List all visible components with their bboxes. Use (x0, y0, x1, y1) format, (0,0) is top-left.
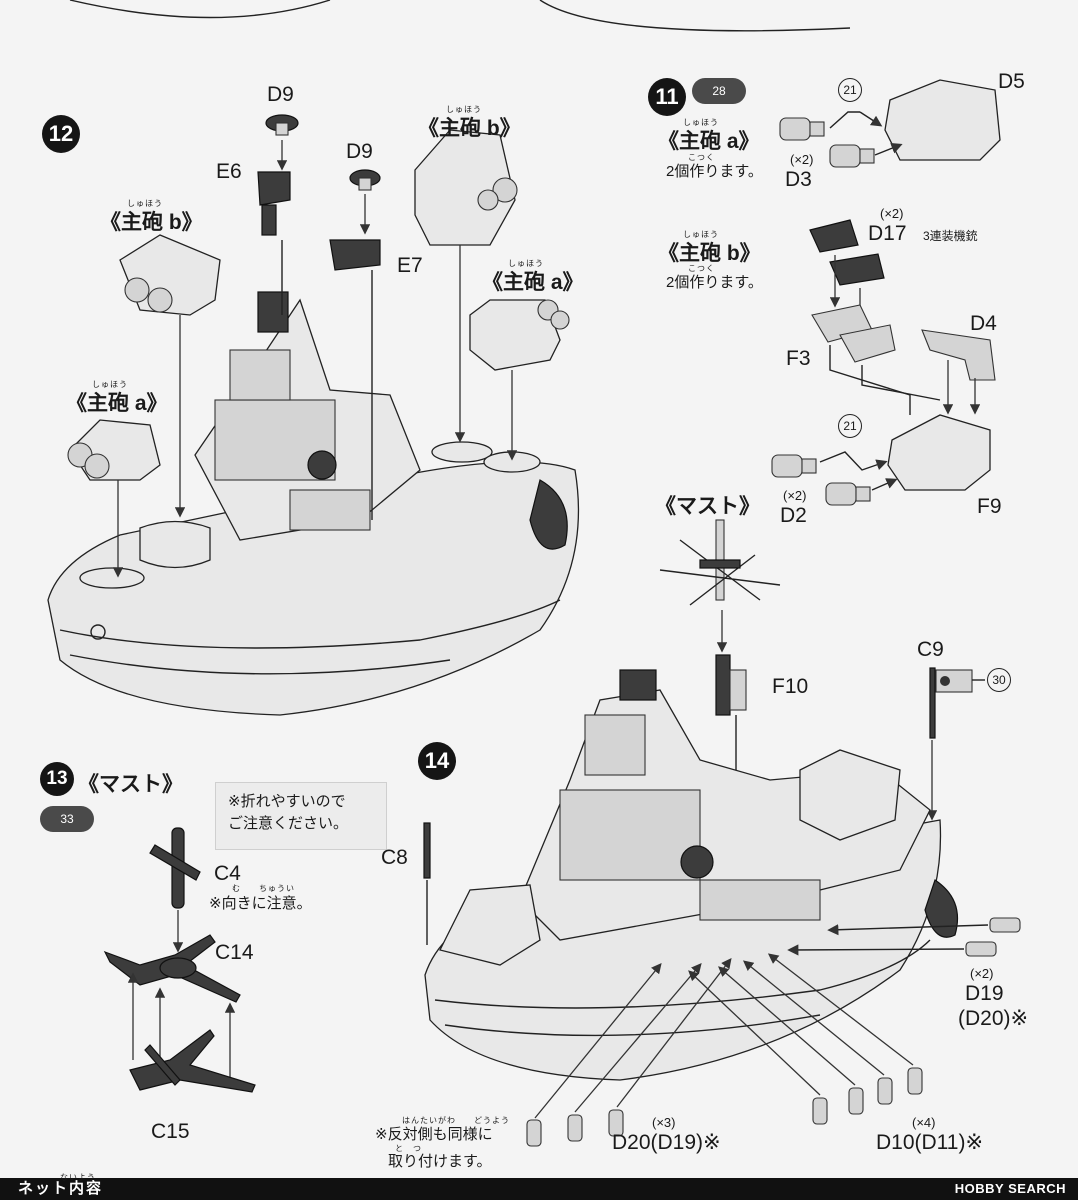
part-label-d19: D19 (965, 982, 1004, 1005)
part-label-c15: C15 (151, 1120, 190, 1143)
watermark-logo: HOBBY SEARCH (954, 1181, 1066, 1196)
ruby-text: しゅほう (683, 230, 719, 239)
part-label-e7: E7 (397, 254, 423, 277)
fragile-note-line2: ご注意ください。 (228, 815, 349, 832)
quantity-label: (×4) (912, 1115, 936, 1130)
part-label-c4: C4 (214, 862, 241, 885)
quantity-label: (×3) (652, 1115, 676, 1130)
ruby-text: はんたいがわ どうよう (402, 1116, 510, 1125)
turret-b-label: 《主砲 b》 (100, 211, 203, 234)
page-top-curve (69, 0, 331, 19)
part-label-d17: D17 (868, 222, 907, 245)
ruby-text: しゅほう (446, 105, 482, 114)
step12-parts (67, 114, 570, 578)
quantity-label: (×2) (970, 966, 994, 981)
ruby-text: しゅほう (683, 118, 719, 127)
part-label-d9: D9 (267, 83, 294, 106)
step11-parts (771, 79, 1001, 506)
opposite-side-note-line2: 取り付けます。 (388, 1153, 492, 1170)
ruby-text: と つ (395, 1144, 422, 1153)
part-label-d9: D9 (346, 140, 373, 163)
ruby-text: しゅほう (92, 380, 128, 389)
ruby-text: しゅほう (508, 259, 544, 268)
part-label-d2: D2 (780, 504, 807, 527)
footer-section-title: ネット内容 (18, 1180, 104, 1197)
turret-b-label: 《主砲 b》 (418, 117, 521, 140)
footer-bar (0, 1178, 1078, 1200)
part-note-triple-machine-gun: 3連装機銃 (923, 229, 978, 243)
part-label-d20: D20(D19)※ (612, 1131, 721, 1154)
part-label-e6: E6 (216, 160, 242, 183)
step-number-13: 13 (40, 762, 74, 796)
turret-b-instruction: 2個作ります。 (666, 274, 763, 291)
orientation-note: ※向きに注意。 (209, 895, 312, 912)
step14-small-parts (526, 917, 1021, 1147)
ruby-text: しゅほう (127, 199, 163, 208)
ruby-text: む ちゅうい (232, 884, 295, 893)
part-label-d10: D10(D11)※ (876, 1131, 984, 1154)
quantity-label: (×2) (790, 152, 814, 167)
part-label-c14: C14 (215, 941, 254, 964)
turret-a-label: 《主砲 a》 (482, 271, 584, 294)
opposite-side-note-line1: ※反対側も同様に (375, 1126, 493, 1143)
turret-a-heading: 《主砲 a》 (658, 130, 760, 153)
page-reference-badge: 33 (40, 806, 94, 832)
part-label-f3: F3 (786, 347, 811, 370)
part-label-c9: C9 (917, 638, 944, 661)
step-number-14: 14 (418, 742, 456, 780)
fragile-note-line1: ※折れやすいので (228, 793, 346, 810)
quantity-label: (×2) (880, 206, 904, 221)
step-number-12: 12 (42, 115, 80, 153)
ref-circle-30: 30 (987, 668, 1011, 692)
step14-mast (423, 519, 985, 945)
mast-heading: 《マスト》 (78, 773, 183, 796)
step-number-11: 11 (648, 78, 686, 116)
part-label-d5: D5 (998, 70, 1025, 93)
turret-a-instruction: 2個作ります。 (666, 163, 763, 180)
ref-circle-21: 21 (838, 414, 862, 438)
ruby-text: ないよう (60, 1173, 96, 1182)
part-label-d20-alt: (D20)※ (958, 1007, 1029, 1030)
page-reference-badge: 28 (692, 78, 746, 104)
ruby-text: こつく (688, 153, 715, 162)
ruby-text: こつく (688, 264, 715, 273)
part-label-d3: D3 (785, 168, 812, 191)
turret-b-heading: 《主砲 b》 (658, 242, 761, 265)
turret-a-label: 《主砲 a》 (66, 392, 168, 415)
part-label-d4: D4 (970, 312, 997, 335)
quantity-label: (×2) (783, 488, 807, 503)
mast-heading: 《マスト》 (655, 495, 760, 518)
ref-circle-21: 21 (838, 78, 862, 102)
battleship-hull-step12 (47, 291, 580, 716)
battleship-hull-step14 (424, 669, 959, 1081)
part-label-f10: F10 (772, 675, 809, 698)
part-label-f9: F9 (977, 495, 1002, 518)
step13-mast-parts (103, 827, 256, 1093)
fragile-note-box: ※折れやすいので ご注意ください。 (215, 782, 387, 850)
part-label-c8: C8 (381, 846, 408, 869)
